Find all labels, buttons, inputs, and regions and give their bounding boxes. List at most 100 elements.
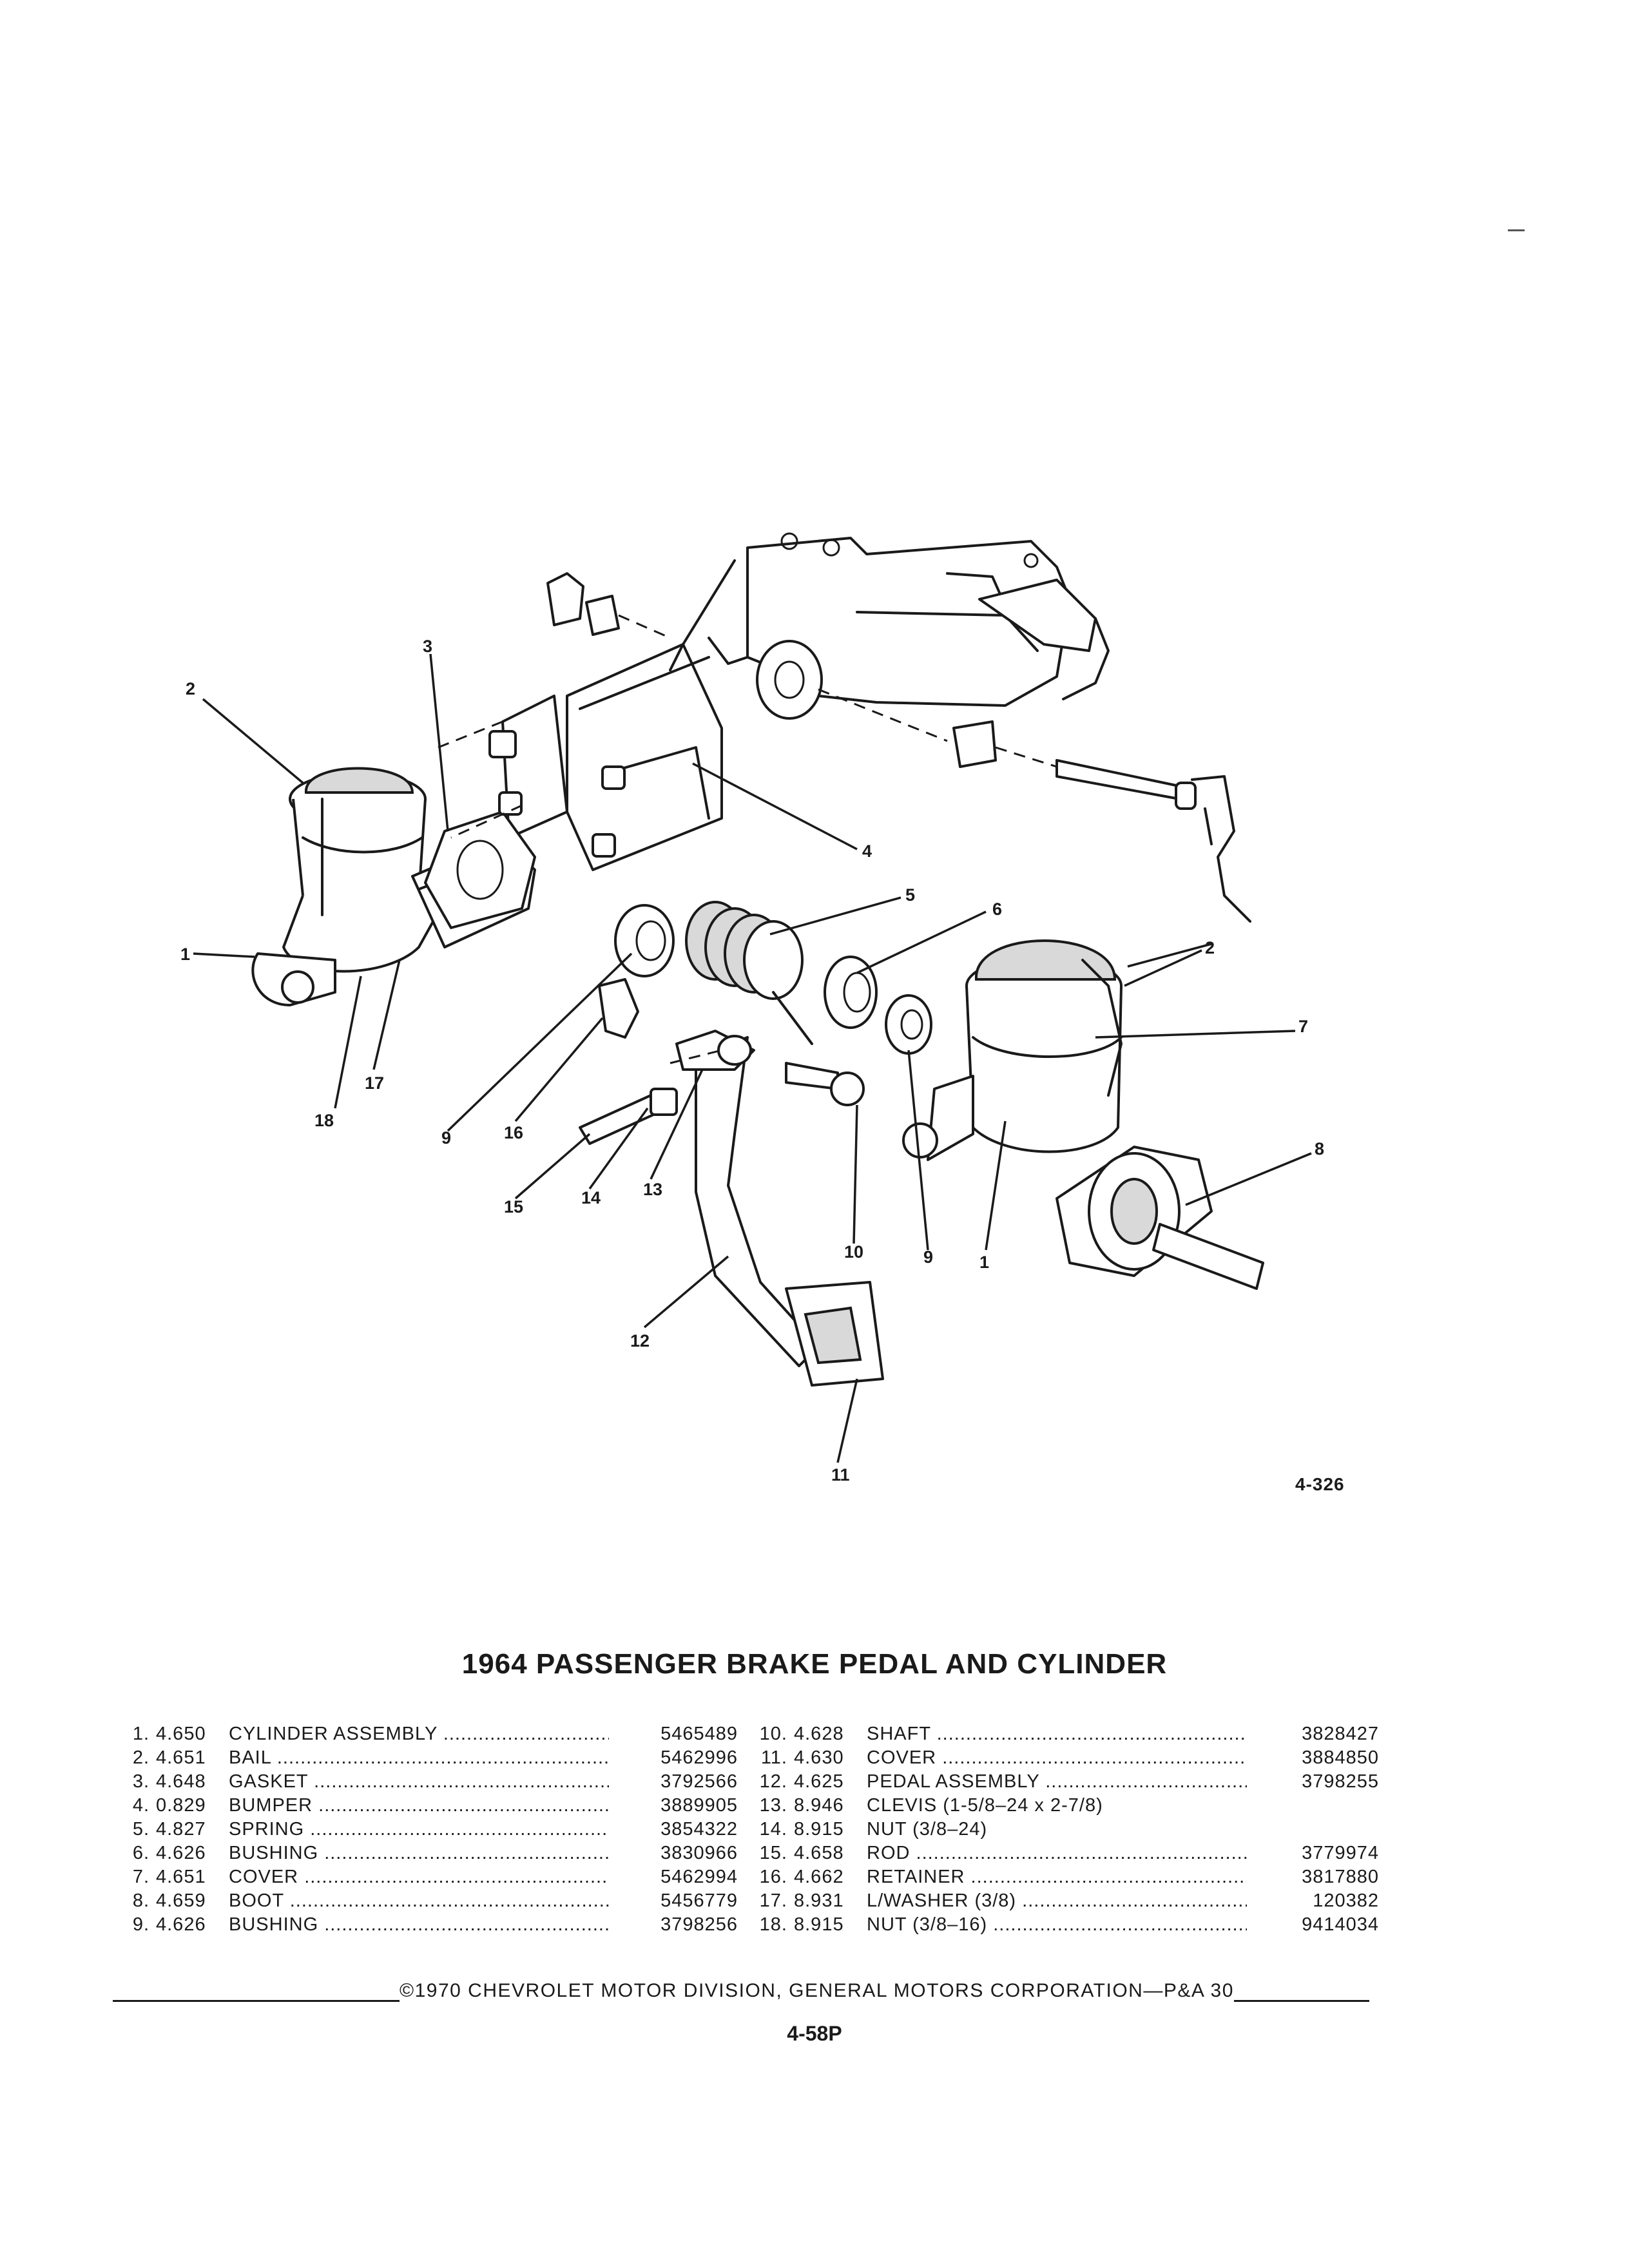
brake-pedal (675, 1030, 884, 1387)
parts-row: 2.4.651BAIL5462996 (116, 1746, 738, 1770)
part-catalog-number: 3792566 (660, 1771, 738, 1792)
figure-code: 4-326 (1295, 1474, 1345, 1494)
part-number-index: 14. (759, 1819, 787, 1840)
part-number-index: 15. (759, 1843, 787, 1863)
part-number-index: 8. (132, 1890, 149, 1911)
part-description: NUT (3/8–16) (867, 1913, 1247, 1937)
part-description: COVER (867, 1746, 1247, 1770)
group-number: 0.829 (156, 1795, 206, 1816)
part-description: CYLINDER ASSEMBLY (229, 1722, 609, 1746)
parts-row: 5.4.827SPRING3854322 (116, 1818, 738, 1841)
callout-5: 5 (905, 885, 915, 905)
callout-3: 3 (423, 637, 432, 656)
part-number-index: 4. (132, 1795, 149, 1816)
part-description: BOOT (229, 1889, 609, 1913)
push-rod (579, 978, 865, 1145)
part-number-index: 13. (759, 1795, 787, 1816)
part-catalog-number: 3798255 (1302, 1771, 1379, 1792)
group-number: 4.650 (156, 1724, 206, 1744)
callout-18: 18 (314, 1111, 334, 1130)
part-catalog-number: 3854322 (660, 1819, 738, 1840)
callout-9b: 9 (923, 1247, 933, 1267)
parts-row: 16. 4.662 RETAINER 3817880 (754, 1865, 1379, 1889)
part-description: NUT (3/8–24) (867, 1819, 988, 1840)
parts-row: 8. 4.659 BOOT 5456779 (116, 1889, 738, 1913)
part-number-index: 18. (759, 1914, 787, 1935)
part-description: PEDAL ASSEMBLY (867, 1770, 1247, 1794)
callout-10: 10 (844, 1242, 863, 1262)
parts-row: 7.4.651COVER5462994 (116, 1865, 738, 1889)
part-catalog-number: 3884850 (1302, 1747, 1379, 1768)
master-cylinder-right (902, 939, 1264, 1290)
callout-14: 14 (581, 1188, 601, 1207)
part-catalog-number: 3828427 (1302, 1724, 1379, 1744)
part-description: L/WASHER (3/8) (867, 1889, 1247, 1913)
parts-row: 3.4.648GASKET3792566 (116, 1770, 738, 1794)
scan-edge-mark (1508, 229, 1525, 231)
parts-row: 15.4.658ROD3779974 (754, 1841, 1379, 1865)
callout-6: 6 (992, 899, 1002, 919)
part-description: RETAINER (867, 1865, 1247, 1889)
part-number-index: 17. (759, 1890, 787, 1911)
group-number: 4.625 (794, 1771, 844, 1792)
part-description: ROD (867, 1841, 1247, 1865)
part-number-index: 6. (132, 1843, 149, 1863)
part-catalog-number: 3798256 (660, 1914, 738, 1935)
part-description: BUMPER (229, 1794, 609, 1818)
parts-row: 18. 8.915 NUT (3/8–16) 9414034 (754, 1913, 1379, 1937)
parts-row: 10. 4.628 SHAFT 3828427 (754, 1722, 1379, 1746)
callout-7: 7 (1298, 1017, 1308, 1036)
part-number-index: 5. (132, 1819, 149, 1840)
part-catalog-number: 5465489 (660, 1724, 738, 1744)
pivot-shaft-assembly (546, 572, 1251, 923)
callout-leaders (193, 653, 1312, 1463)
spring-and-bushings (614, 901, 932, 1055)
group-number: 4.648 (156, 1771, 206, 1792)
part-catalog-number: 5462994 (660, 1867, 738, 1887)
group-number: 8.915 (794, 1914, 844, 1935)
part-number-index: 10. (759, 1724, 787, 1744)
footer: ©1970 CHEVROLET MOTOR DIVISION, GENERAL … (113, 1980, 1369, 2006)
callout-2b: 2 (1205, 938, 1215, 957)
part-catalog-number: 3817880 (1302, 1867, 1379, 1887)
part-number-index: 3. (132, 1771, 149, 1792)
group-number: 4.651 (156, 1747, 206, 1768)
part-catalog-number: 3889905 (660, 1795, 738, 1816)
part-number-index: 2. (132, 1747, 149, 1768)
parts-row: 6.4.626BUSHING3830966 (116, 1841, 738, 1865)
callout-16: 16 (504, 1123, 523, 1142)
group-number: 4.630 (794, 1747, 844, 1768)
callout-11: 11 (831, 1465, 850, 1485)
page-title: 1964 PASSENGER BRAKE PEDAL AND CYLINDER (461, 1648, 1168, 1680)
part-catalog-number: 5462996 (660, 1747, 738, 1768)
parts-row: 11.4.630COVER3884850 (754, 1746, 1379, 1770)
exploded-diagram: 2 3 4 5 6 2 7 8 9 10 11 12 13 14 15 16 1… (180, 532, 1324, 1485)
group-number: 4.827 (156, 1819, 206, 1840)
part-catalog-number: 5456779 (660, 1890, 738, 1911)
part-number-index: 1. (132, 1724, 149, 1744)
callout-17: 17 (365, 1073, 384, 1093)
parts-row: 9.4.626BUSHING3798256 (116, 1913, 738, 1937)
callout-9: 9 (441, 1128, 451, 1148)
part-catalog-number: 9414034 (1302, 1914, 1379, 1935)
group-number: 4.659 (156, 1890, 206, 1911)
part-description: BUSHING (229, 1841, 609, 1865)
part-catalog-number: 3779974 (1302, 1843, 1379, 1863)
part-number-index: 16. (759, 1867, 787, 1887)
parts-row: 4. 0.829 BUMPER 3889905 (116, 1794, 738, 1818)
part-number-index: 9. (132, 1914, 149, 1935)
group-number: 4.662 (794, 1867, 844, 1887)
group-number: 4.628 (794, 1724, 844, 1744)
copyright-footer: ©1970 CHEVROLET MOTOR DIVISION, GENERAL … (400, 1980, 1234, 2002)
parts-row: 1. 4.650 CYLINDER ASSEMBLY 5465489 (116, 1722, 738, 1746)
callout-8: 8 (1315, 1139, 1324, 1158)
page-number: 4-58P (787, 2022, 842, 2045)
group-number: 4.651 (156, 1867, 206, 1887)
part-description: SHAFT (867, 1722, 1247, 1746)
callout-2: 2 (186, 679, 195, 698)
